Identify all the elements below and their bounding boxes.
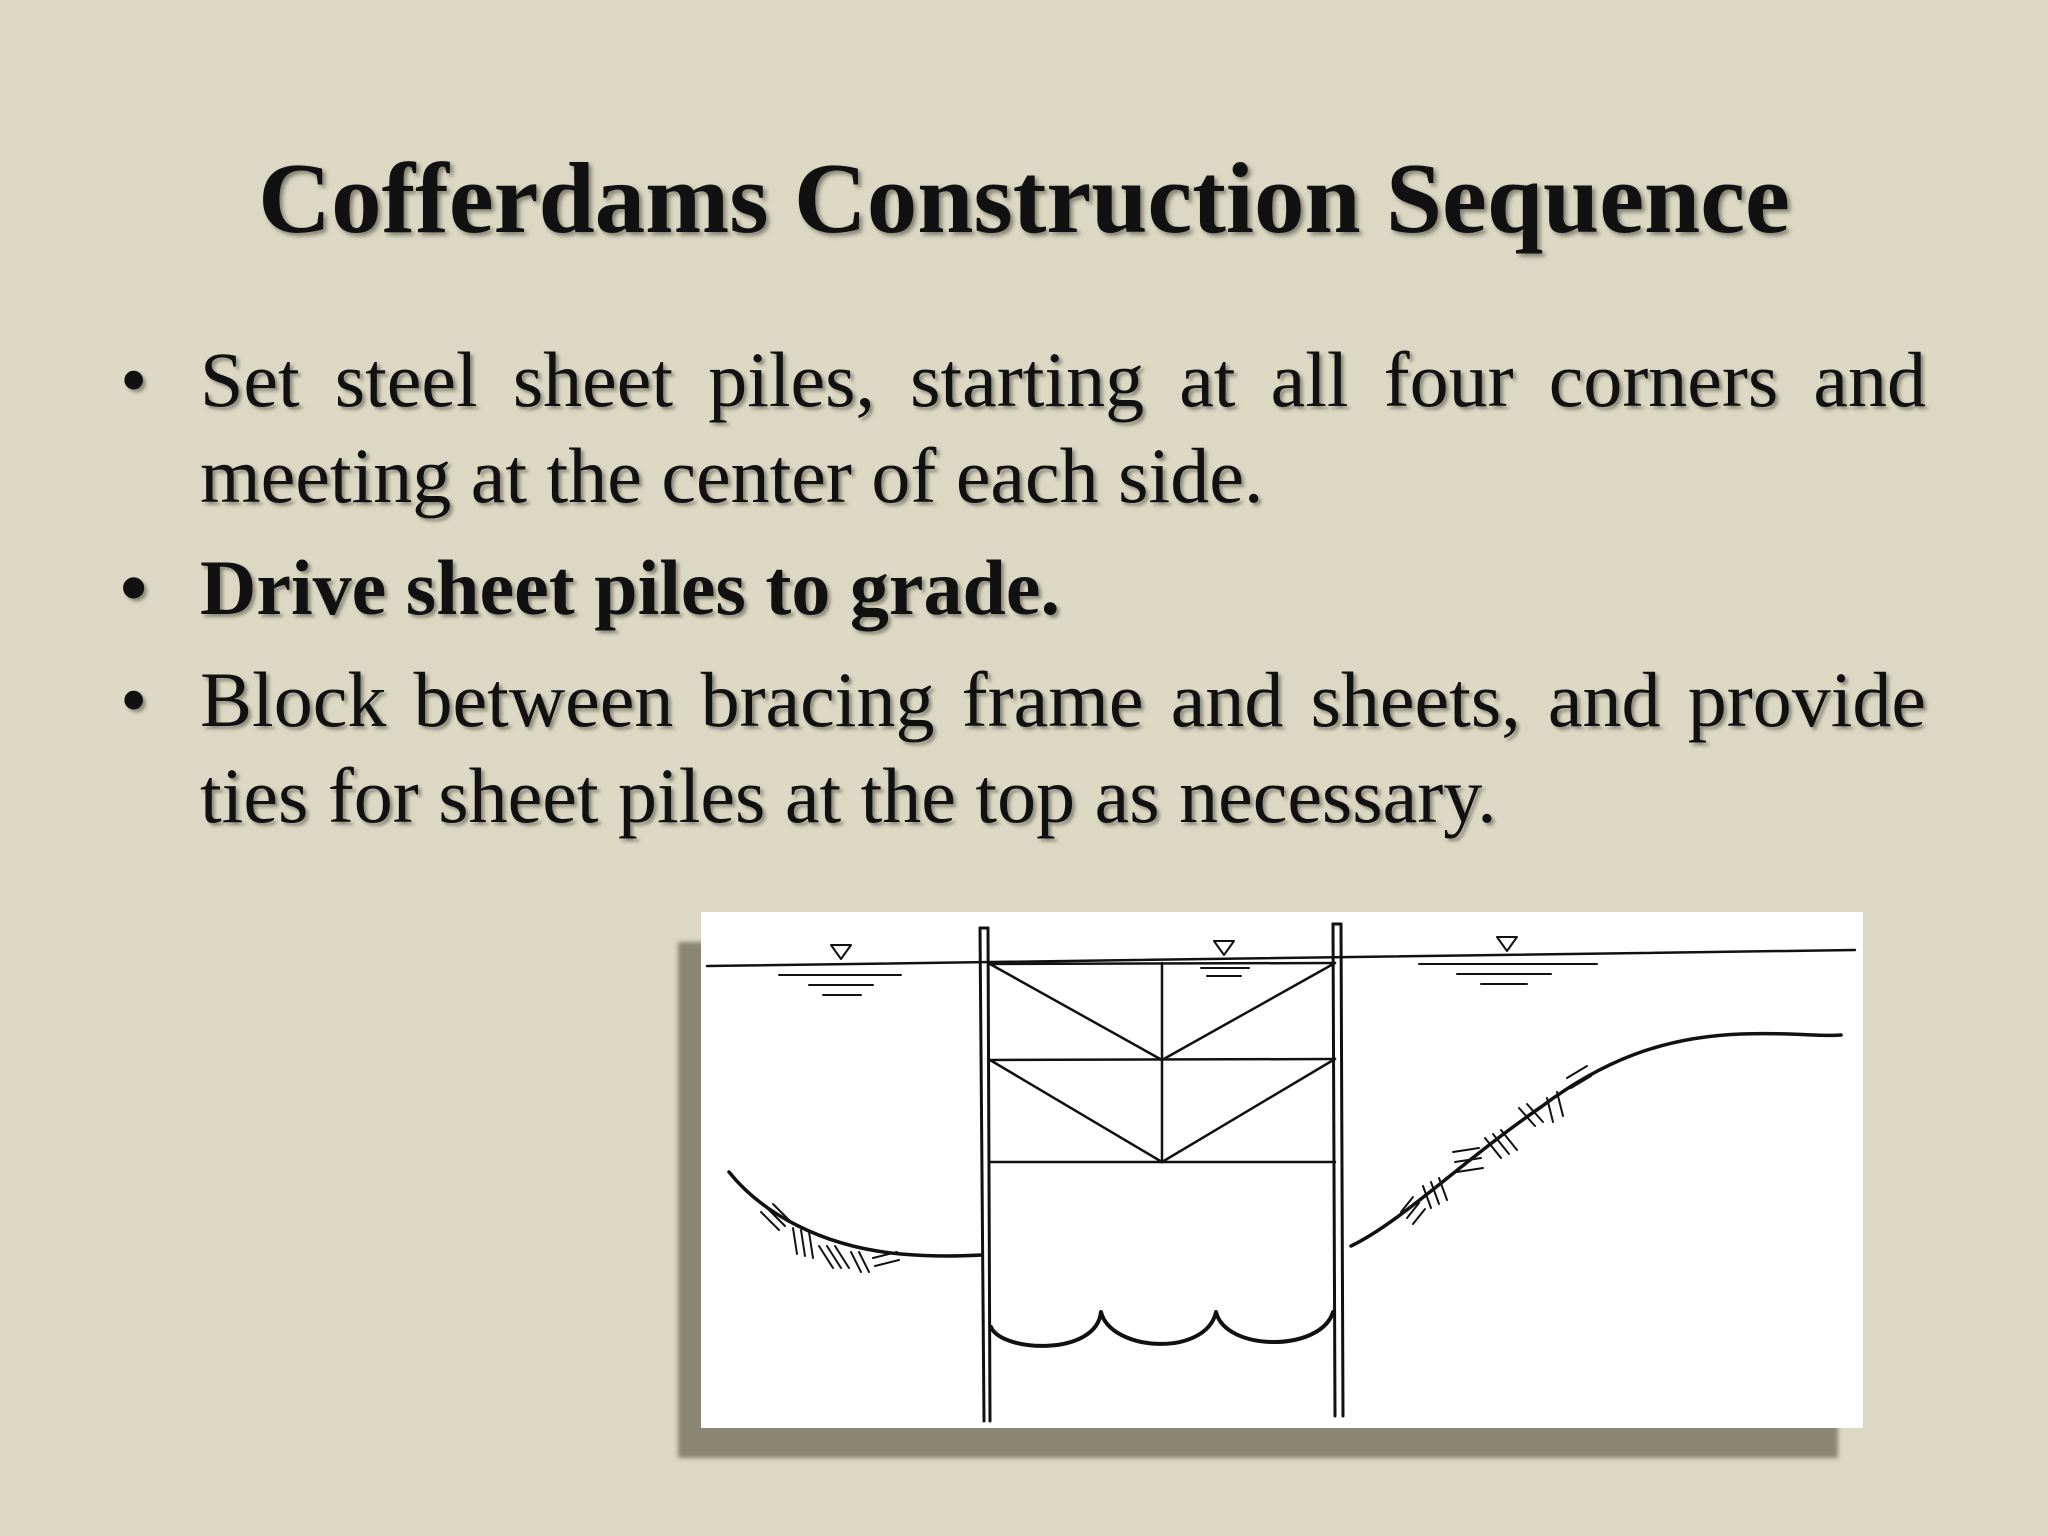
soil-hatching-left bbox=[760, 1203, 900, 1273]
excavation-bottom bbox=[989, 1310, 1335, 1348]
bullet-item-3: • Block between bracing frame and sheets… bbox=[120, 652, 1926, 844]
sheet-pile-left bbox=[978, 926, 992, 1423]
ground-profile-right bbox=[1349, 1031, 1843, 1248]
slide-title: Cofferdams Construction Sequence bbox=[258, 142, 1790, 254]
cofferdam-cross-section-icon bbox=[705, 922, 1857, 1423]
bullet-text-2: Drive sheet piles to grade. bbox=[200, 544, 1060, 631]
bullet-text-3: Block between bracing frame and sheets, … bbox=[200, 656, 1926, 839]
bullet-list: • Set steel sheet piles, starting at all… bbox=[120, 332, 1926, 860]
bullet-text-1: Set steel sheet piles, starting at all f… bbox=[200, 336, 1926, 519]
bracing-frame bbox=[988, 961, 1337, 1164]
bullet-dot: • bbox=[120, 336, 148, 423]
sheet-pile-right bbox=[1331, 922, 1345, 1418]
bullet-dot: • bbox=[120, 544, 148, 631]
water-level-marker-right bbox=[1418, 936, 1598, 985]
bullet-dot: • bbox=[120, 656, 148, 743]
ground-profile-left bbox=[727, 1170, 984, 1258]
bullet-item-1: • Set steel sheet piles, starting at all… bbox=[120, 332, 1926, 524]
cofferdam-diagram bbox=[701, 912, 1863, 1428]
water-level-marker-left bbox=[778, 944, 902, 996]
bullet-item-2: • Drive sheet piles to grade. bbox=[120, 540, 1926, 636]
water-surface-line bbox=[705, 948, 1857, 968]
soil-hatching-right bbox=[1400, 1065, 1592, 1225]
water-level-marker-center bbox=[1200, 940, 1250, 977]
